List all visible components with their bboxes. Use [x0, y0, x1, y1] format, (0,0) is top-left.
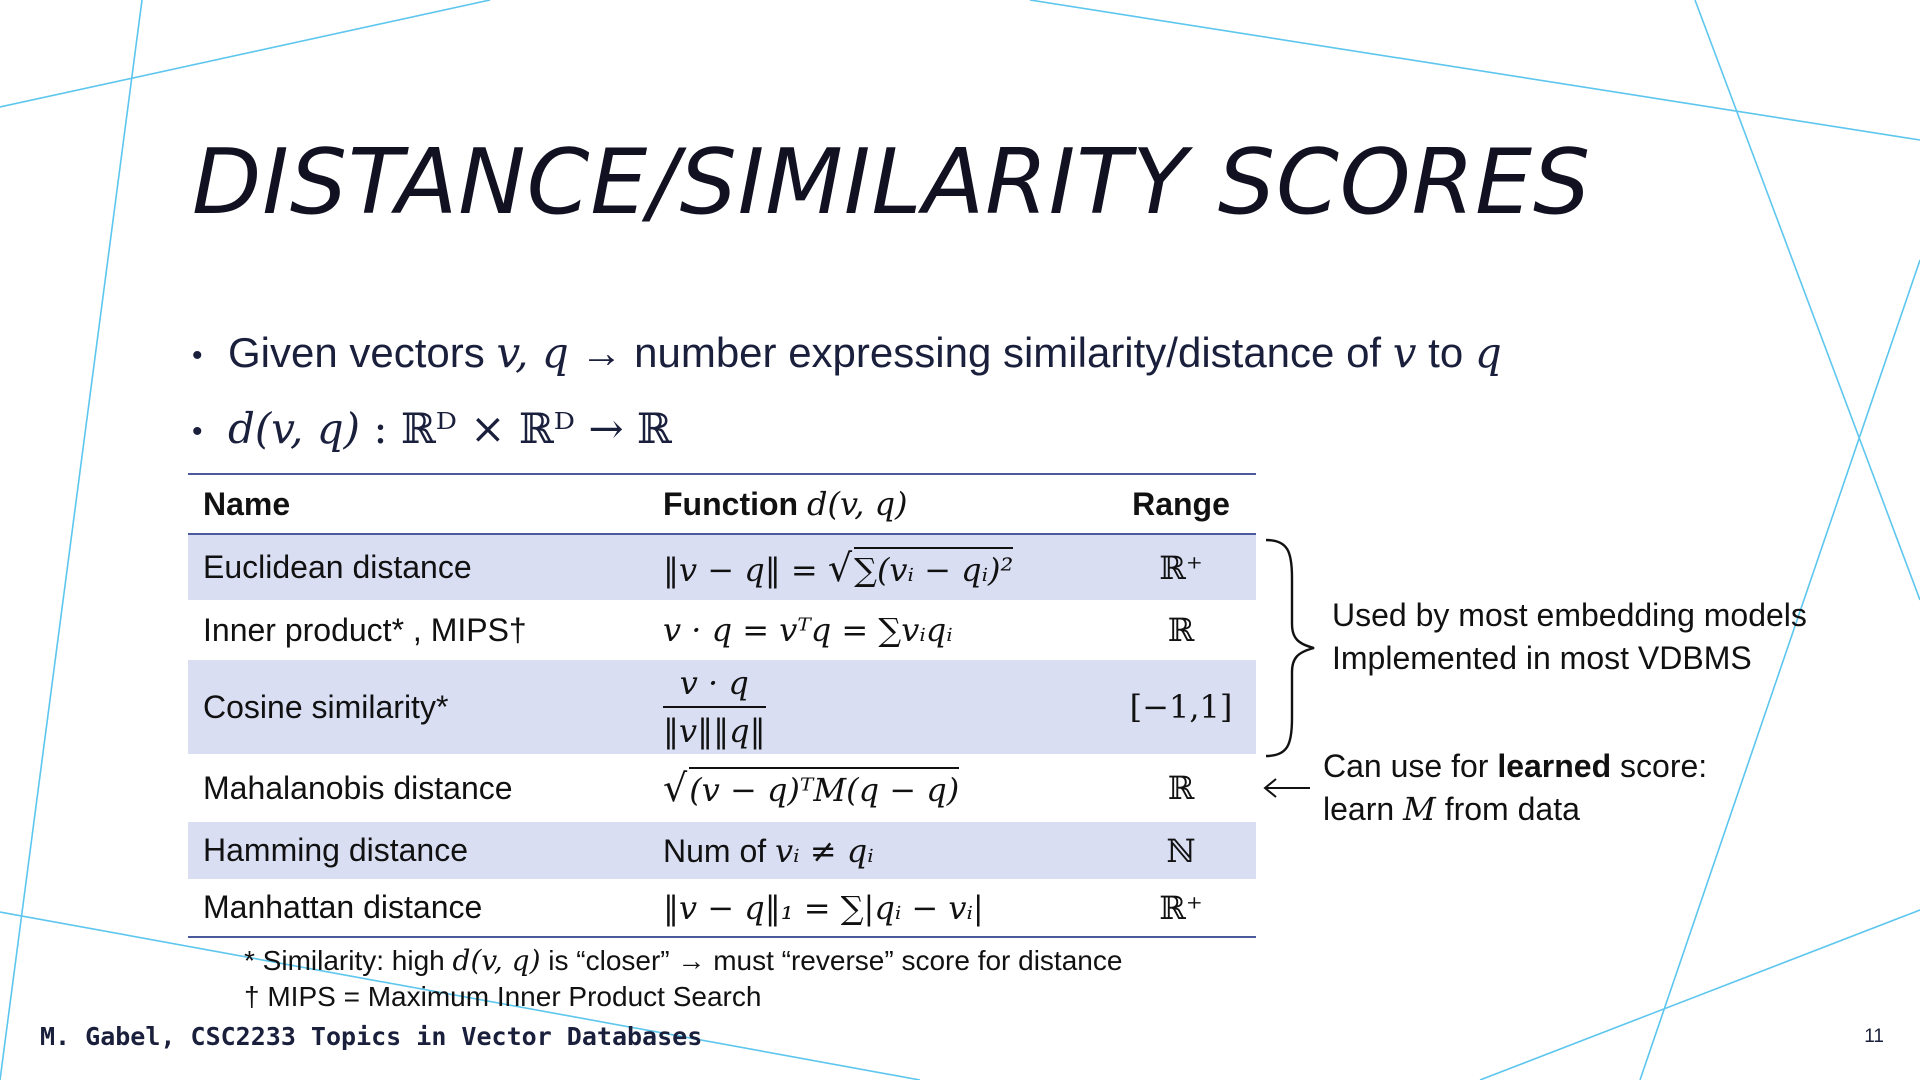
- table-row: Mahalanobis distance √(v − q)ᵀM(q − q) ℝ: [188, 754, 1256, 822]
- math-var: q: [1474, 328, 1502, 377]
- row-name: Cosine similarity*: [188, 660, 648, 754]
- row-range: ℝ: [1167, 769, 1195, 807]
- row-range: ℝ⁺: [1106, 534, 1256, 600]
- bg-line: [0, 911, 921, 1080]
- bg-line: [1029, 0, 1920, 141]
- row-range: ℝ⁺: [1106, 879, 1256, 938]
- table-row: Hamming distance Num of vᵢ ≠ qᵢ ℕ: [188, 822, 1256, 879]
- math-signature: : ℝᴰ × ℝᴰ → ℝ: [360, 404, 672, 453]
- cosine-fraction: v · q ‖v‖‖q‖: [663, 664, 766, 750]
- bullet-vectors: • Given vectors v, q → number expressing …: [192, 328, 1502, 377]
- left-arrow-icon: [1263, 778, 1310, 798]
- header-range: Range: [1106, 473, 1256, 535]
- page-number: 11: [1864, 1026, 1884, 1047]
- row-range: ℕ: [1106, 822, 1256, 879]
- row-formula: ‖v − q‖ = √∑(vᵢ − qᵢ)²: [648, 534, 1106, 600]
- bullet-definition: • d(v, q) : ℝᴰ × ℝᴰ → ℝ: [192, 404, 672, 453]
- row-name: Euclidean distance: [188, 534, 648, 600]
- row-formula: v · q = vᵀq = ∑vᵢqᵢ: [663, 611, 953, 649]
- footnote-similarity: * Similarity: high d(v, q) is “closer” →…: [244, 944, 1123, 977]
- slide-title: DISTANCE/SIMILARITY SCORES: [192, 130, 1592, 235]
- bullet-dot: •: [192, 338, 203, 372]
- row-formula: ‖v − q‖₁ = ∑|qᵢ − vᵢ|: [648, 879, 1106, 938]
- row-name: Mahalanobis distance: [203, 769, 513, 806]
- table-row: Inner product* , MIPS† v · q = vᵀq = ∑vᵢ…: [188, 600, 1256, 660]
- footnote-mips: † MIPS = Maximum Inner Product Search: [244, 981, 762, 1012]
- row-formula: √(v − q)ᵀM(q − q): [663, 766, 960, 810]
- table-header-row: Name Function d(v, q) Range: [188, 473, 1256, 535]
- row-name: Hamming distance: [188, 822, 648, 879]
- footer-credit: M. Gabel, CSC2233 Topics in Vector Datab…: [40, 1022, 703, 1051]
- bullet-dot: •: [192, 414, 203, 448]
- bg-line: [1639, 259, 1920, 1080]
- bg-line: [1479, 909, 1920, 1080]
- header-name: Name: [188, 473, 648, 535]
- header-function: Function d(v, q): [648, 473, 1106, 535]
- bg-line: [1694, 0, 1920, 601]
- note-line: Implemented in most VDBMS: [1332, 640, 1752, 676]
- learned-note: Can use for learned score: learn M from …: [1323, 745, 1707, 831]
- math-function: d(v, q): [228, 404, 360, 453]
- table-row: Euclidean distance ‖v − q‖ = √∑(vᵢ − qᵢ)…: [188, 534, 1256, 600]
- note-line: Can use for learned score:: [1323, 748, 1708, 784]
- row-range: [−1,1]: [1106, 660, 1256, 754]
- row-name: Inner product* , MIPS†: [203, 611, 527, 648]
- arrow-icon: →: [580, 329, 623, 376]
- bullet-text: number expressing similarity/distance of: [622, 329, 1393, 376]
- row-formula: Num of vᵢ ≠ qᵢ: [648, 822, 1106, 879]
- note-line: Used by most embedding models: [1332, 597, 1807, 633]
- note-line: learn M from data: [1323, 790, 1580, 828]
- table-row: Manhattan distance ‖v − q‖₁ = ∑|qᵢ − vᵢ|…: [188, 879, 1256, 938]
- table-row: Cosine similarity* v · q ‖v‖‖q‖ [−1,1]: [188, 660, 1256, 754]
- curly-brace-icon: [1265, 538, 1315, 758]
- math-var: v: [1392, 328, 1417, 377]
- row-range: ℝ: [1167, 611, 1195, 649]
- bullet-text: to: [1416, 329, 1475, 376]
- math-vars: v, q: [496, 328, 569, 377]
- row-formula: v · q ‖v‖‖q‖: [648, 660, 1106, 754]
- bg-line: [0, 0, 491, 108]
- scores-table: Name Function d(v, q) Range Euclidean di…: [188, 473, 1256, 938]
- bg-line: [0, 0, 143, 1080]
- embedding-note: Used by most embedding models Implemente…: [1332, 594, 1807, 680]
- bullet-text: Given vectors: [228, 329, 497, 376]
- row-name: Manhattan distance: [188, 879, 648, 938]
